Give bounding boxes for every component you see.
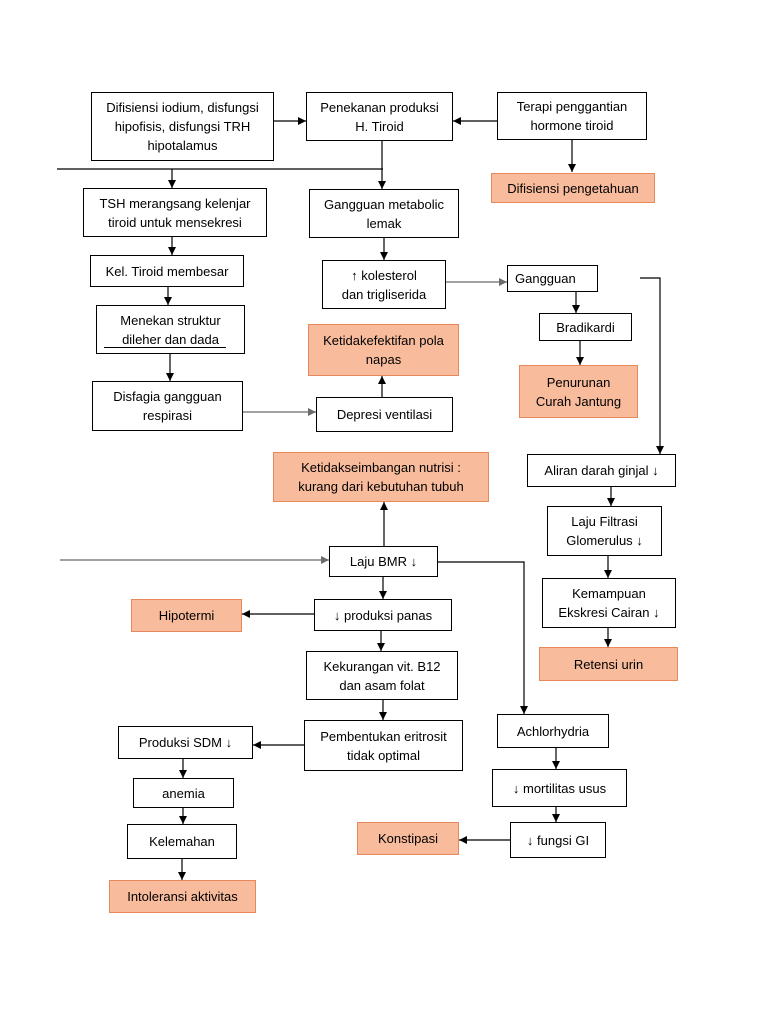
node-label: Gangguan metabolic lemak [324, 196, 444, 231]
node-label: ↓ mortilitas usus [512, 780, 607, 796]
node-label: Pembentukan eritrosit tidak optimal [320, 728, 447, 763]
node-label: Laju BMR ↓ [349, 554, 418, 569]
node-produksi-sdm: Produksi SDM ↓ [118, 726, 253, 759]
node-aliran-darah-ginjal: Aliran darah ginjal ↓ [527, 454, 676, 487]
node-fungsi-gi: ↓ fungsi GI [510, 822, 606, 858]
node-anemia: anemia [133, 778, 234, 808]
diagnosis-hipotermi: Hipotermi [131, 599, 242, 632]
diagnosis-intoleransi-aktivitas: Intoleransi aktivitas [109, 880, 256, 913]
node-achlorhydria: Achlorhydria [497, 714, 609, 748]
diagnosis-ketidakseimbangan-nutrisi: Ketidakseimbangan nutrisi : kurang dari … [273, 452, 489, 502]
node-produksi-panas: ↓ produksi panas [314, 599, 452, 631]
node-label: Depresi ventilasi [336, 407, 433, 422]
node-label: Difisiensi pengetahuan [507, 180, 639, 196]
node-laju-bmr: Laju BMR ↓ [329, 546, 438, 577]
node-label: Terapi penggantian hormone tiroid [516, 99, 628, 133]
node-mortilitas-usus: ↓ mortilitas usus [492, 769, 627, 807]
node-label: Gangguan [515, 271, 576, 286]
node-tsh-merangsang: TSH merangsang kelenjar tiroid untuk men… [83, 188, 267, 237]
node-kel-tiroid-membesar: Kel. Tiroid membesar [90, 255, 244, 287]
node-label: Difisiensi iodium, disfungsi hipofisis, … [106, 100, 259, 153]
node-label: Ketidakseimbangan nutrisi : kurang dari … [298, 460, 464, 494]
node-label: ↓ produksi panas [333, 607, 433, 623]
node-label: Aliran darah ginjal ↓ [544, 463, 659, 478]
node-label: Konstipasi [378, 831, 438, 846]
node-cause-defisiensi-iodium: Difisiensi iodium, disfungsi hipofisis, … [91, 92, 274, 161]
node-laju-filtrasi-glomerulus: Laju Filtrasi Glomerulus ↓ [547, 506, 662, 556]
node-kelemahan: Kelemahan [127, 824, 237, 859]
node-label: anemia [162, 785, 205, 801]
underline-divider [104, 347, 226, 348]
node-penekanan-produksi: Penekanan produksi H. Tiroid [306, 92, 453, 141]
node-label: Kekurangan vit. B12 dan asam folat [323, 658, 441, 693]
node-label: Laju Filtrasi Glomerulus ↓ [566, 514, 643, 548]
node-kemampuan-ekskresi: Kemampuan Ekskresi Cairan ↓ [542, 578, 676, 628]
node-menekan-struktur: Menekan struktur dileher dan dada [96, 305, 245, 354]
node-label: Menekan struktur dileher dan dada [120, 312, 221, 347]
node-gangguan-metabolic: Gangguan metabolic lemak [309, 189, 459, 238]
node-label: Achlorhydria [516, 723, 590, 739]
node-depresi-ventilasi: Depresi ventilasi [316, 397, 453, 432]
node-disfagia: Disfagia gangguan respirasi [92, 381, 243, 431]
node-label: Kelemahan [149, 834, 215, 849]
node-kekurangan-vit-b12: Kekurangan vit. B12 dan asam folat [306, 651, 458, 700]
node-label: TSH merangsang kelenjar tiroid untuk men… [99, 195, 251, 230]
node-label: Retensi urin [573, 656, 644, 672]
diagnosis-penurunan-curah-jantung: Penurunan Curah Jantung [519, 365, 638, 418]
node-kolesterol: ↑ kolesterol dan trigliserida [322, 260, 446, 309]
node-label: ↓ fungsi GI [526, 832, 590, 848]
node-bradikardi: Bradikardi [539, 313, 632, 341]
diagnosis-retensi-urin: Retensi urin [539, 647, 678, 681]
node-label: Hipotermi [158, 608, 215, 623]
node-label: Intoleransi aktivitas [127, 889, 238, 904]
diagnosis-difisiensi-pengetahuan: Difisiensi pengetahuan [491, 173, 655, 203]
node-label: Penekanan produksi H. Tiroid [320, 99, 439, 134]
node-label: Bradikardi [556, 319, 615, 335]
node-label: Ketidakefektifan pola napas [323, 333, 444, 367]
node-label: Penurunan Curah Jantung [535, 374, 622, 409]
node-label: Kel. Tiroid membesar [105, 263, 229, 279]
node-terapi-penggantian: Terapi penggantian hormone tiroid [497, 92, 647, 140]
diagnosis-konstipasi: Konstipasi [357, 822, 459, 855]
arrow-gangguan-to-aliran-darah [640, 277, 664, 454]
node-label: Disfagia gangguan respirasi [113, 389, 222, 423]
node-gangguan: Gangguan [507, 265, 598, 292]
node-label: Produksi SDM ↓ [138, 735, 233, 750]
node-label: ↑ kolesterol dan trigliserida [341, 267, 427, 302]
diagnosis-ketidakefektifan-pola-napas: Ketidakefektifan pola napas [308, 324, 459, 376]
node-label: Kemampuan Ekskresi Cairan ↓ [558, 586, 660, 620]
node-pembentukan-eritrosit: Pembentukan eritrosit tidak optimal [304, 720, 463, 771]
